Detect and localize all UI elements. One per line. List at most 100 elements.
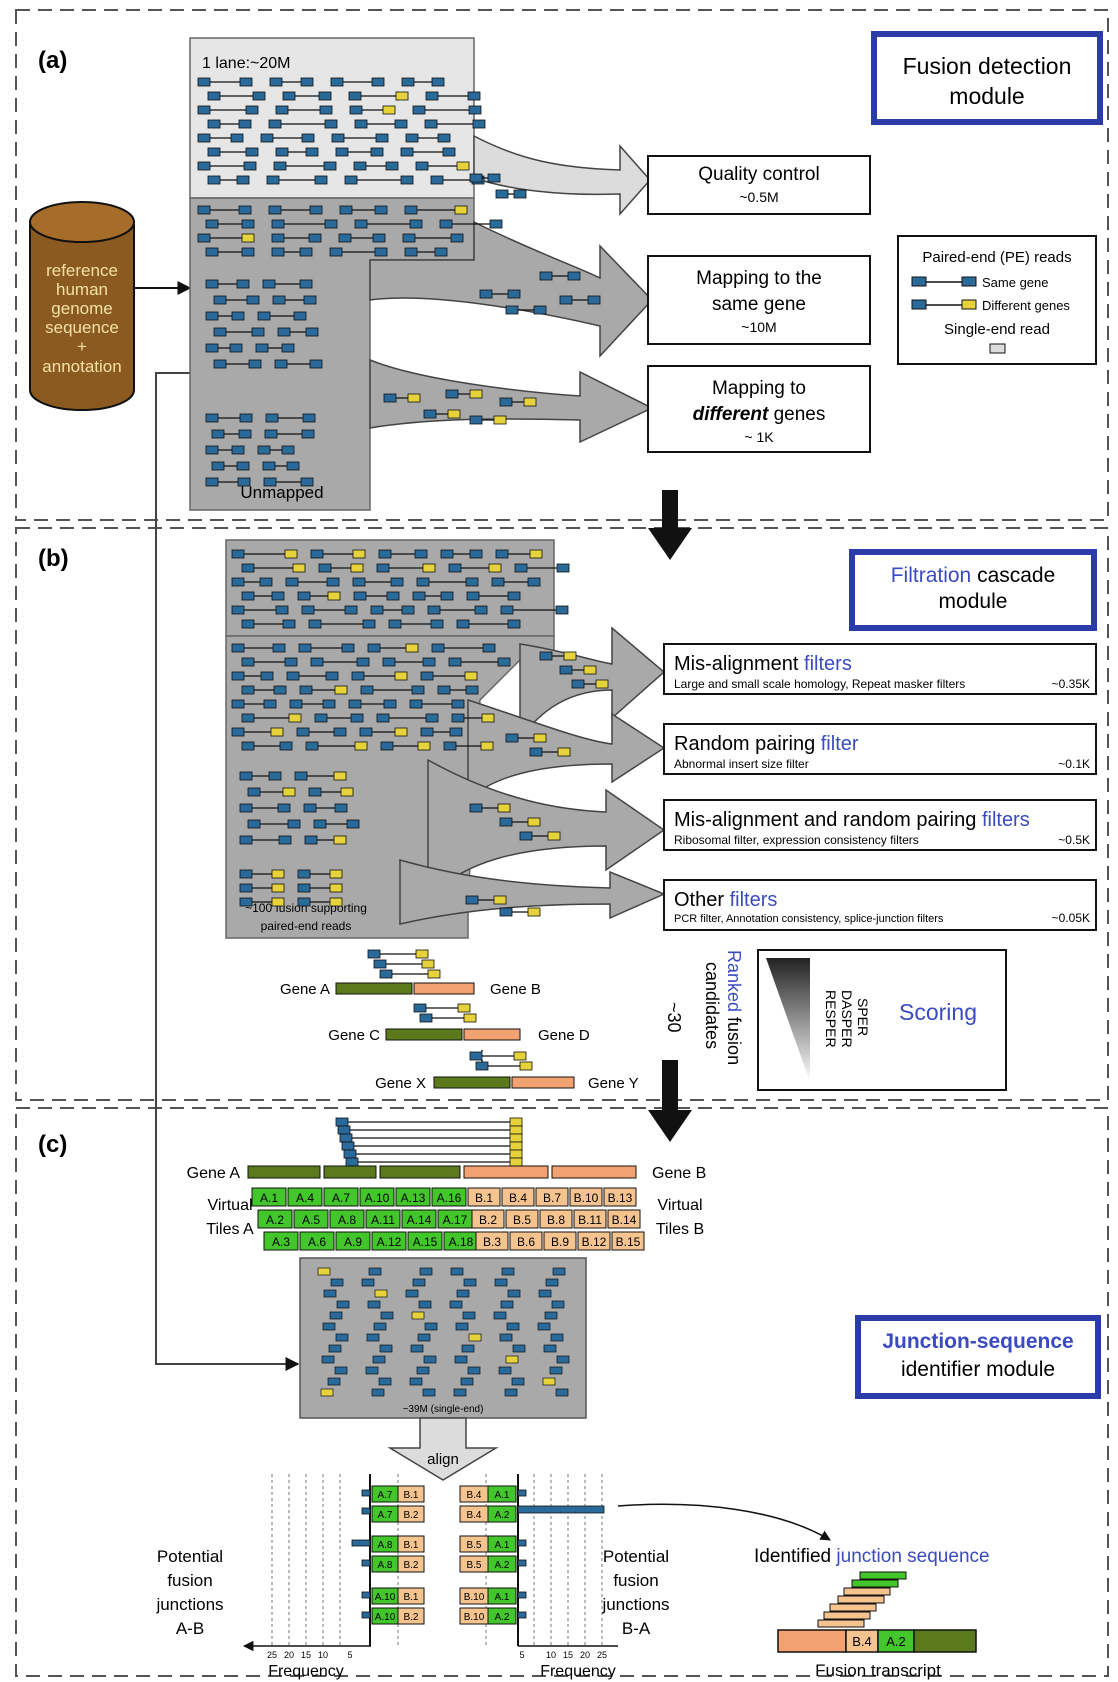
paired-read bbox=[271, 233, 322, 243]
virtual-tile: B.12 bbox=[577, 1231, 611, 1251]
paired-read bbox=[456, 619, 521, 629]
paired-read bbox=[289, 699, 336, 709]
single-end-read bbox=[463, 1278, 477, 1287]
paired-read bbox=[262, 279, 313, 289]
single-end-read bbox=[417, 1333, 431, 1342]
outcome-count: ~0.5M bbox=[739, 189, 778, 205]
paired-read bbox=[505, 733, 547, 743]
single-end-read bbox=[505, 1355, 519, 1364]
legend-title: Paired-end (PE) reads bbox=[922, 249, 1071, 266]
fusion-support-label: paired-end reads bbox=[261, 919, 352, 933]
svg-text:A.2: A.2 bbox=[494, 1560, 509, 1571]
virtual-tiles-a-label: Virtual bbox=[207, 1197, 252, 1214]
paired-read bbox=[339, 205, 388, 215]
svg-text:B.11: B.11 bbox=[578, 1213, 602, 1227]
paired-read bbox=[305, 741, 368, 751]
fusion-detection-module-box: Fusion detection module bbox=[871, 31, 1103, 125]
svg-text:A.8: A.8 bbox=[377, 1540, 392, 1551]
reference-to-single-end-arrow bbox=[155, 372, 300, 1371]
reference-db-line: human bbox=[56, 280, 108, 299]
single-end-read bbox=[368, 1267, 382, 1276]
gene-pairs: Gene A Gene B Gene C Gene D ⋮ Gene X Gen… bbox=[280, 981, 639, 1092]
filter-count: ~0.1K bbox=[1058, 757, 1090, 771]
paired-read bbox=[205, 477, 251, 487]
paired-read bbox=[412, 105, 482, 115]
filter-misalignment: Mis-alignment filters Large and small sc… bbox=[663, 643, 1097, 695]
outcome-different-genes: Mapping to different genes ~ 1K bbox=[647, 365, 871, 453]
scoring-method: SPER bbox=[855, 998, 871, 1036]
single-end-read bbox=[453, 1388, 467, 1397]
svg-text:junctions: junctions bbox=[155, 1595, 223, 1614]
frequency-chart-left: 25 20 15 10 5 Frequency bbox=[242, 1474, 399, 1680]
paired-read bbox=[197, 77, 253, 87]
paired-read bbox=[440, 549, 483, 559]
paired-read bbox=[329, 247, 388, 257]
virtual-tile: B.14 bbox=[607, 1209, 641, 1229]
paired-read bbox=[268, 119, 338, 129]
single-end-read bbox=[507, 1289, 521, 1298]
paired-read bbox=[424, 119, 486, 129]
virtual-tile: A.2 bbox=[257, 1209, 293, 1229]
paired-read bbox=[197, 105, 259, 115]
paired-read bbox=[465, 895, 507, 905]
paired-read bbox=[401, 77, 445, 87]
paired-read bbox=[339, 1133, 523, 1143]
legend-single-end: Single-end read bbox=[944, 321, 1050, 338]
frequency-bar bbox=[351, 1539, 371, 1547]
paired-read bbox=[451, 713, 495, 723]
virtual-tiles-a-label: Tiles A bbox=[206, 1221, 254, 1238]
virtual-tile: B.13 bbox=[603, 1187, 637, 1207]
paired-read bbox=[308, 619, 376, 629]
gene-pair-right: Gene Y bbox=[588, 1075, 639, 1092]
paired-read bbox=[303, 803, 348, 813]
filter-title: Other filters bbox=[674, 889, 777, 911]
single-end-read bbox=[419, 1267, 433, 1276]
gene-pair-left: Gene A bbox=[280, 981, 330, 998]
paired-read bbox=[379, 969, 441, 979]
single-end-read bbox=[494, 1278, 508, 1287]
single-end-read bbox=[374, 1289, 388, 1298]
paired-read bbox=[431, 643, 496, 653]
svg-text:fusion: fusion bbox=[167, 1571, 212, 1590]
frequency-bar bbox=[517, 1505, 605, 1514]
paired-read bbox=[285, 577, 340, 587]
single-end-read bbox=[412, 1278, 426, 1287]
paired-read bbox=[272, 295, 317, 305]
paired-read bbox=[231, 671, 274, 681]
paired-read bbox=[479, 289, 521, 299]
single-end-read bbox=[424, 1322, 438, 1331]
reference-db-line: reference bbox=[46, 261, 118, 280]
paired-read bbox=[475, 1061, 533, 1071]
paired-read bbox=[255, 343, 295, 353]
svg-text:candidates: candidates bbox=[702, 962, 722, 1049]
paired-read bbox=[345, 1157, 523, 1167]
single-end-read bbox=[372, 1355, 386, 1364]
single-end-read bbox=[467, 1366, 481, 1375]
junction-module-title: Junction-sequence bbox=[882, 1330, 1073, 1353]
paired-read bbox=[241, 657, 298, 667]
single-end-read bbox=[549, 1366, 563, 1375]
paired-read bbox=[241, 563, 306, 573]
svg-text:B.2: B.2 bbox=[403, 1510, 418, 1521]
paired-read bbox=[231, 727, 284, 737]
fusion-transcript: B.4 A.2 Fusion transcript bbox=[777, 1571, 977, 1680]
filter-desc: Large and small scale homology, Repeat m… bbox=[674, 677, 965, 691]
virtual-tile: B.3 bbox=[475, 1231, 509, 1251]
filter-title: Random pairing filter bbox=[674, 733, 859, 755]
single-end-read bbox=[418, 1300, 432, 1309]
legend-different-genes: Different genes bbox=[982, 298, 1070, 313]
paired-read bbox=[354, 219, 423, 229]
paired-read bbox=[239, 803, 291, 813]
paired-read bbox=[348, 91, 409, 101]
paired-read bbox=[231, 577, 273, 587]
svg-text:B.4: B.4 bbox=[509, 1191, 527, 1205]
frequency-bar bbox=[517, 1539, 527, 1547]
scoring-method: DASPER bbox=[839, 990, 855, 1048]
single-end-read bbox=[361, 1278, 375, 1287]
frequency-bar bbox=[361, 1489, 371, 1497]
paired-read bbox=[257, 445, 295, 455]
paired-read bbox=[505, 305, 547, 315]
svg-text:A.15: A.15 bbox=[413, 1235, 438, 1249]
